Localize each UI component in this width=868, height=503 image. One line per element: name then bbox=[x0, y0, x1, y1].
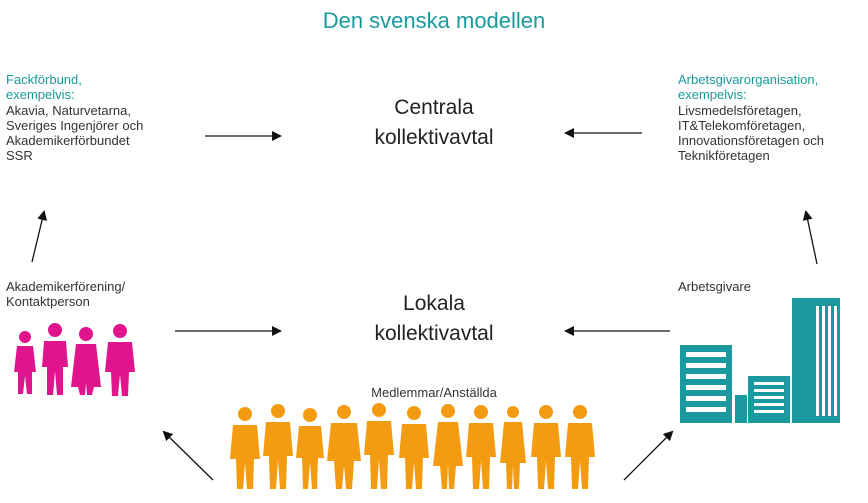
academic-association-label: Akademikerförening/ Kontaktperson bbox=[6, 279, 125, 309]
union-examples: Akavia, Naturvetarna, Sveriges Ingenjöre… bbox=[6, 103, 143, 163]
employer-org-example-line: Livsmedelsföretagen, bbox=[678, 103, 802, 118]
union-heading: Fackförbund, exempelvis: bbox=[6, 72, 82, 102]
academic-association-line2: Kontaktperson bbox=[6, 294, 90, 309]
union-example-line: Akademikerförbundet bbox=[6, 133, 130, 148]
employer-org-example-line: Teknikföretagen bbox=[678, 148, 770, 163]
employer-building-icon bbox=[680, 298, 840, 423]
employer-org-heading-line2: exempelvis: bbox=[678, 87, 747, 102]
members-label: Medlemmar/Anställda bbox=[371, 385, 497, 400]
local-agreement-line1: Lokala bbox=[403, 292, 465, 315]
union-example-line: SSR bbox=[6, 148, 33, 163]
central-agreement-line1: Centrala bbox=[394, 96, 474, 119]
employer-org-example-line: IT&Telekomföretagen, bbox=[678, 118, 806, 133]
union-heading-line1: Fackförbund, bbox=[6, 72, 82, 87]
arrow-association-to-union bbox=[31, 210, 47, 263]
academic-association-line1: Akademikerförening/ bbox=[6, 279, 126, 294]
members-people-icon bbox=[230, 403, 595, 489]
association-people-icon bbox=[14, 323, 135, 396]
arrow-members-to-association bbox=[162, 430, 214, 481]
employer-org-examples: Livsmedelsföretagen, IT&Telekomföretagen… bbox=[678, 103, 824, 163]
central-agreement-line2: kollektivavtal bbox=[374, 126, 494, 149]
employer-org-heading: Arbetsgivarorganisation, exempelvis: bbox=[678, 72, 818, 102]
central-agreement: Centrala kollektivavtal bbox=[334, 93, 534, 153]
employer-label: Arbetsgivare bbox=[678, 279, 751, 294]
union-example-line: Akavia, Naturvetarna, bbox=[6, 103, 132, 118]
arrow-members-to-employer bbox=[623, 430, 674, 481]
arrow-employer-to-employerorg bbox=[802, 210, 818, 265]
local-agreement-line2: kollektivavtal bbox=[374, 322, 494, 345]
employer-org-heading-line1: Arbetsgivarorganisation, bbox=[678, 72, 819, 87]
diagram-title: Den svenska modellen bbox=[322, 8, 546, 33]
employer-org-example-line: Innovationsföretagen och bbox=[678, 133, 824, 148]
local-agreement: Lokala kollektivavtal bbox=[334, 289, 534, 349]
union-heading-line2: exempelvis: bbox=[6, 87, 75, 102]
union-example-line: Sveriges Ingenjörer och bbox=[6, 118, 144, 133]
